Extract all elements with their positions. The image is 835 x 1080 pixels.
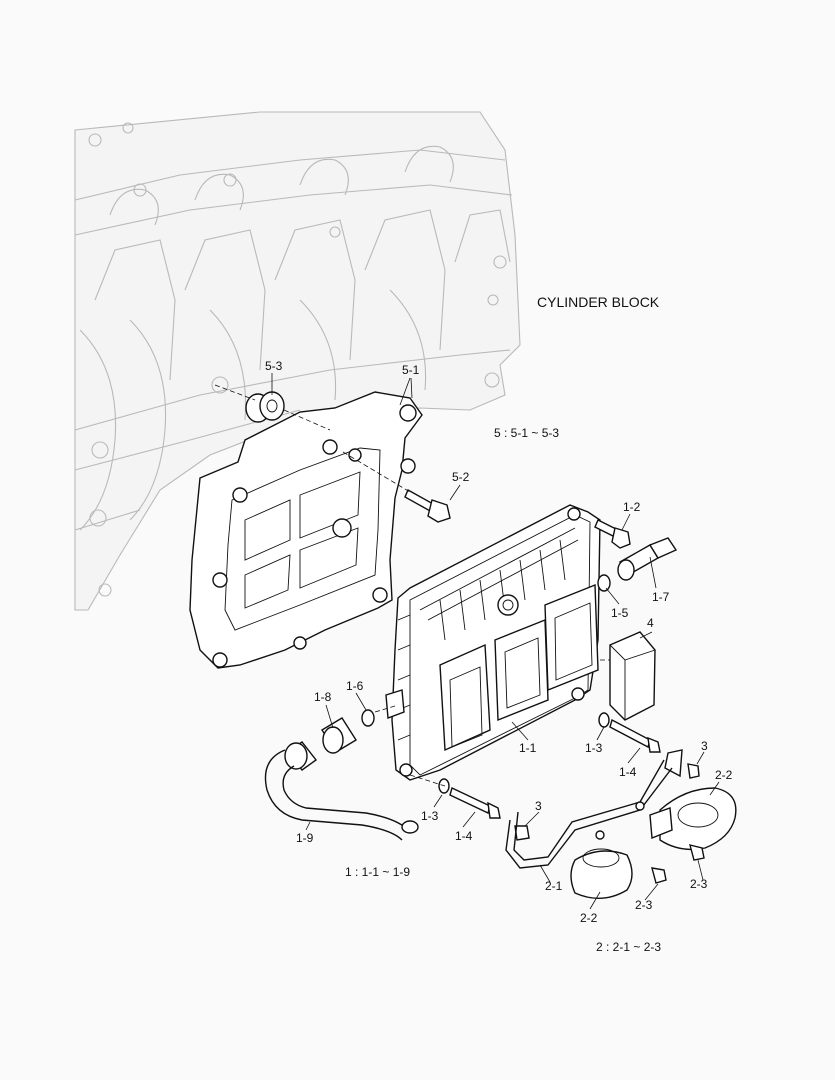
support-bracket-2-1 (505, 759, 673, 869)
callout-1-6: 1-6 (346, 679, 364, 693)
group1-summary-label: 1 : 1-1 ~ 1-9 (345, 865, 410, 879)
ecu-mounting-bracket (189, 391, 423, 669)
stud-1-4-left (409, 774, 530, 841)
rubber-grommet-5-3 (214, 384, 331, 431)
callout-1-1: 1-1 (519, 741, 537, 755)
callout-1-4-left: 1-4 (455, 829, 473, 843)
bolt-5-2 (342, 451, 451, 523)
ecu-unit (385, 504, 601, 781)
callout-1-3-left: 1-3 (421, 809, 439, 823)
leader-lines (271, 373, 720, 910)
cylinder-block-outline (74, 111, 521, 611)
callout-2-1: 2-1 (545, 879, 563, 893)
callout-1-3-right: 1-3 (585, 741, 603, 755)
callout-2-2-right: 2-2 (715, 768, 733, 782)
callout-5-1: 5-1 (402, 363, 420, 377)
callout-1-9: 1-9 (296, 831, 314, 845)
callout-4: 4 (647, 616, 654, 630)
bracket-tab-2-1 (664, 749, 683, 778)
bolt-1-2 (594, 519, 631, 549)
part-labels: CYLINDER BLOCK 5 : 5-1 ~ 5-3 1 : 1-1 ~ 1… (265, 294, 733, 954)
callout-2-3-right: 2-3 (690, 877, 708, 891)
callout-2-3-left: 2-3 (635, 898, 653, 912)
callout-2-2-left: 2-2 (580, 911, 598, 925)
o-ring-1-5 (597, 574, 611, 592)
stud-1-4-right (598, 712, 700, 779)
rubber-clamp-2-2-left (570, 848, 633, 899)
callout-1-7: 1-7 (652, 590, 670, 604)
o-ring-1-6 (361, 709, 375, 727)
group2-summary-label: 2 : 2-1 ~ 2-3 (596, 940, 661, 954)
callout-5-2: 5-2 (452, 470, 470, 484)
callout-1-8: 1-8 (314, 690, 332, 704)
connector-cover-4 (600, 631, 656, 721)
bolts-2-3 (651, 844, 705, 884)
sensor-1-7 (597, 537, 678, 592)
callout-3-right: 3 (701, 739, 708, 753)
callout-1-4-right: 1-4 (619, 765, 637, 779)
callout-3-left: 3 (535, 799, 542, 813)
callout-1-5: 1-5 (611, 606, 629, 620)
callout-5-3: 5-3 (265, 359, 283, 373)
cylinder-block-label: CYLINDER BLOCK (537, 294, 660, 310)
group5-summary-label: 5 : 5-1 ~ 5-3 (494, 426, 559, 440)
callout-1-2: 1-2 (623, 500, 641, 514)
rubber-clamp-2-2-right (649, 787, 737, 851)
pipe-assembly-1-9 (264, 705, 419, 841)
